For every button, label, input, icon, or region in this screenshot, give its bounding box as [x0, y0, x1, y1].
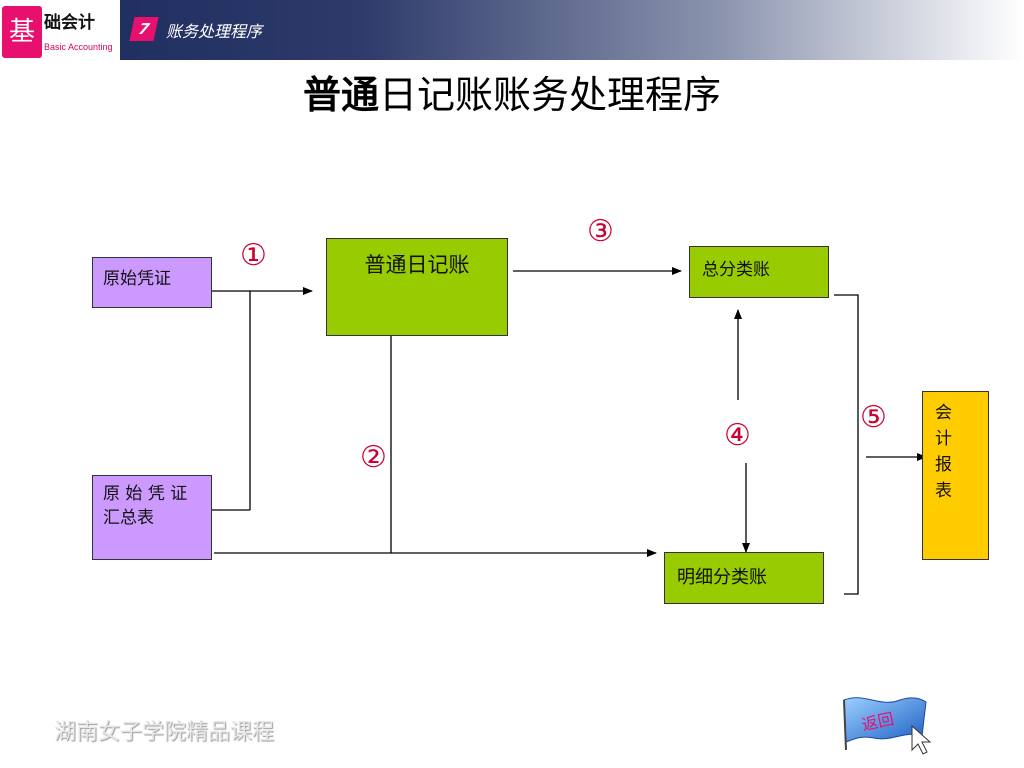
step-5-marker: ⑤ [860, 400, 887, 435]
header-banner: 基 础会计 Basic Accounting 7 账务处理程序 [0, 0, 1024, 60]
back-button[interactable]: 返回 [840, 690, 950, 760]
logo-title: 础会计 [44, 13, 95, 33]
step-2-marker: ② [360, 440, 387, 475]
slide-title: 普通日记账账务处理程序 [0, 64, 1024, 119]
logo-character: 基 [2, 6, 42, 58]
box-general-ledger: 总分类账 [689, 246, 829, 298]
box-original-voucher-label: 原始凭证 [103, 269, 171, 289]
cursor-icon [911, 724, 932, 755]
logo-subtitle: Basic Accounting [44, 42, 113, 52]
box-subsidiary-ledger: 明细分类账 [664, 552, 824, 604]
footer-course-name: 湖南女子学院精品课程 [54, 720, 275, 745]
box-original-voucher: 原始凭证 [92, 257, 212, 308]
box-accounting-report-label: 会计报表 [935, 403, 952, 501]
slide-title-rest: 日记账账务处理程序 [379, 73, 722, 117]
box-voucher-summary-label: 原 始 凭 证汇总表 [103, 484, 188, 528]
step-4-marker: ④ [724, 418, 751, 453]
slide-title-bold: 普通 [302, 73, 379, 117]
box-general-journal-label: 普通日记账 [364, 253, 470, 277]
box-voucher-summary: 原 始 凭 证汇总表 [92, 475, 212, 560]
box-accounting-report: 会计报表 [922, 391, 989, 560]
step-1-marker: ① [240, 238, 267, 273]
course-logo: 基 础会计 Basic Accounting [0, 0, 120, 60]
bracket-ledgers [834, 294, 859, 595]
chapter-title: 账务处理程序 [166, 22, 263, 41]
box-general-ledger-label: 总分类账 [702, 260, 770, 280]
box-subsidiary-ledger-label: 明细分类账 [677, 567, 767, 588]
box-general-journal: 普通日记账 [326, 238, 508, 336]
step-3-marker: ③ [587, 214, 614, 249]
flag-icon: 返回 [843, 697, 932, 755]
